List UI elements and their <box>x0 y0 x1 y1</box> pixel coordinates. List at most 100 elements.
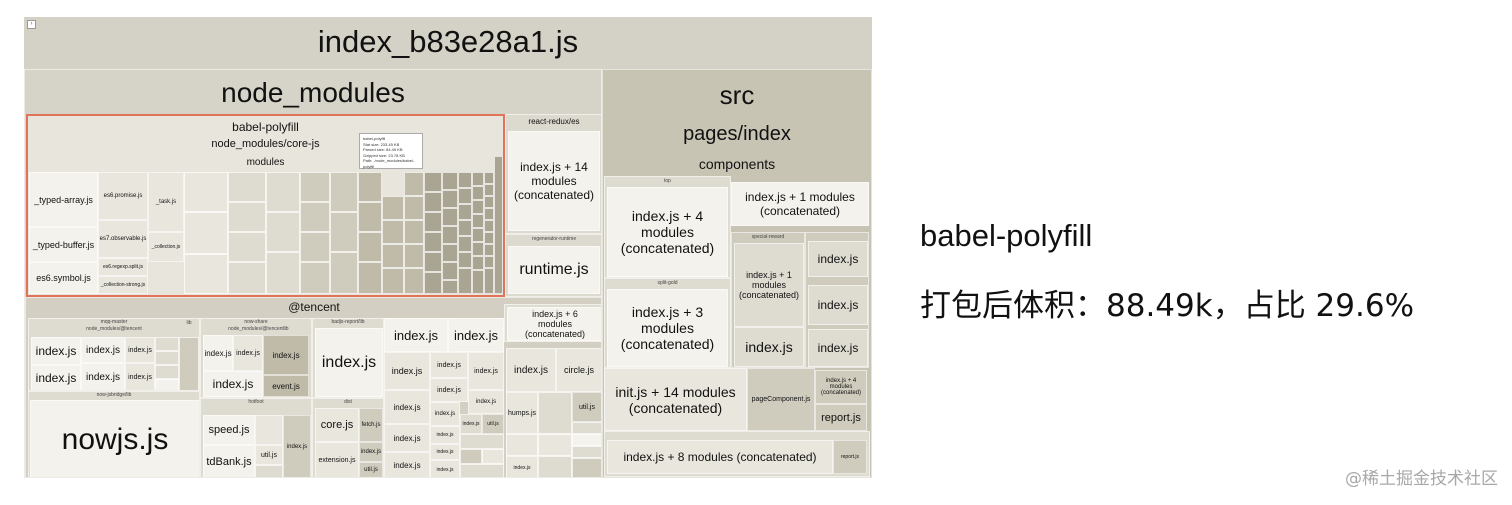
top-block[interactable]: top index.js + 4 modules (concatenated) <box>604 176 731 278</box>
util-js-block-2[interactable]: util.js <box>359 462 383 477</box>
typed-array-block[interactable]: _typed-array.js <box>29 172 98 227</box>
nowjs-block[interactable]: nowjs.js <box>30 400 199 477</box>
tencent-index-g[interactable]: index.js <box>430 378 468 402</box>
react-redux-block[interactable]: react-redux/es index.js + 14 modules (co… <box>505 114 601 234</box>
humps-js-block[interactable]: humps.js <box>506 392 538 434</box>
tdbank-js-label: tdBank.js <box>206 456 252 468</box>
tencent-index-p[interactable]: index.js <box>506 348 556 392</box>
mqq-master-block[interactable]: mqq-master node_modules/@tencent index.j… <box>28 318 200 391</box>
collection-block[interactable]: _collection.js <box>148 232 184 262</box>
react-redux-index-block[interactable]: index.js + 14 modules (concatenated) <box>508 131 600 231</box>
idx8-side-block[interactable]: report.js <box>833 440 867 474</box>
nm-tencent2-label: node_modules/@tencent <box>228 326 284 332</box>
share-index-1[interactable]: index.js <box>203 335 233 371</box>
share-index-4[interactable]: index.js <box>263 335 309 375</box>
tencent-index-c[interactable]: index.js <box>384 352 430 390</box>
special-reward-block[interactable]: special-reward index.js + 1 modules (con… <box>731 232 805 368</box>
circle-js-block[interactable]: circle.js <box>556 348 601 392</box>
hotfoot-block[interactable]: hotfoot speed.js tdBank.js util.js index… <box>200 398 312 477</box>
report-js-block[interactable]: report.js <box>815 404 867 431</box>
hotfoot-mini-1[interactable] <box>255 415 283 445</box>
dist-block[interactable]: dist core.js extension.js fetch.js index… <box>312 398 384 477</box>
speed-js-block[interactable]: speed.js <box>203 415 255 445</box>
index-js-label: index.js <box>436 432 454 438</box>
tencent-index-a[interactable]: index.js <box>384 318 448 352</box>
tencent-index-m[interactable]: index.js <box>430 444 460 460</box>
tencent-index-i[interactable]: index.js <box>384 424 430 452</box>
extension-js-block[interactable]: extension.js <box>315 442 359 477</box>
tencent-index-e[interactable]: index.js <box>468 352 504 390</box>
collection-strong-block[interactable]: _collection-strong.js <box>98 276 148 294</box>
fetch-js-block[interactable]: fetch.js <box>359 408 383 442</box>
es7-observable-block[interactable]: es7.observable.js <box>98 220 148 258</box>
badjs-index-block[interactable]: index.js <box>315 328 383 397</box>
idx3-block[interactable]: index.js + 3 modules (concatenated) <box>607 289 728 367</box>
idx8-block[interactable]: index.js + 8 modules (concatenated) <box>607 440 833 474</box>
src-index-b[interactable]: index.js <box>808 241 868 277</box>
tencent-index-o[interactable]: index.js <box>460 414 482 434</box>
dist-index-block[interactable]: index.js <box>359 442 383 462</box>
mqq-index-3[interactable]: index.js <box>81 337 125 363</box>
util-js-block-1[interactable]: util.js <box>255 445 283 465</box>
share-index-3[interactable]: index.js <box>203 371 263 397</box>
tencent-group[interactable]: @tencent mqq-master node_modules/@tencen… <box>25 297 601 477</box>
now-share-block[interactable]: now-share node_modules/@tencent index.js… <box>200 318 312 398</box>
badjs-block[interactable]: badjs-report/lib index.js <box>312 318 384 398</box>
runtime-js-block[interactable]: runtime.js <box>508 246 600 294</box>
es6-promise-block[interactable]: es6.promise.js <box>98 172 148 220</box>
task-block[interactable]: _task.js <box>148 172 184 232</box>
idx4b-block[interactable]: index.js + 4 modules (concatenated) <box>815 370 867 404</box>
index6-block[interactable]: index.js + 6 modules (concatenated) <box>507 307 601 341</box>
share-index-2[interactable]: index.js <box>233 335 263 371</box>
es6-symbol-block[interactable]: es6.symbol.js <box>29 262 98 294</box>
regenerator-runtime-block[interactable]: regenerator-runtime runtime.js <box>505 234 601 297</box>
init-js-block[interactable]: init.js + 14 modules (concatenated) <box>604 368 747 431</box>
sidebar-toggle-button[interactable]: › <box>27 20 36 29</box>
index6-container[interactable]: index.js + 6 modules (concatenated) <box>504 304 601 342</box>
event-js-block[interactable]: event.js <box>263 375 309 397</box>
src-index-a[interactable]: index.js <box>734 327 804 367</box>
src-index-d[interactable]: index.js <box>808 329 868 367</box>
idx1a-block[interactable]: index.js + 1 modules (concatenated) <box>731 182 869 226</box>
tencent-index-h[interactable]: index.js <box>468 390 504 414</box>
index-js-label: index.js <box>393 402 421 412</box>
tencent-index-d[interactable]: index.js <box>430 352 468 378</box>
page-component-block[interactable]: pageComponent.js <box>747 368 815 431</box>
src-group[interactable]: src pages/index components top index.js … <box>602 69 872 478</box>
mqq-index-2[interactable]: index.js <box>31 365 81 390</box>
now-jsbridge-block[interactable]: now-jsbridge/lib nowjs.js <box>28 391 200 477</box>
mqq-index-4[interactable]: index.js <box>81 363 125 390</box>
watermark: @稀土掘金技术社区 <box>1345 469 1498 489</box>
idx4-block[interactable]: index.js + 4 modules (concatenated) <box>607 187 728 277</box>
tencent-util-b[interactable]: util.js <box>572 392 601 422</box>
split-gold-block[interactable]: split-gold index.js + 3 modules (concate… <box>604 278 731 368</box>
mqq-index-1[interactable]: index.js <box>31 337 81 365</box>
tencent-index-j[interactable]: index.js <box>384 452 430 477</box>
idx8-container[interactable]: index.js + 8 modules (concatenated) repo… <box>604 431 870 477</box>
core-js-block[interactable]: core.js <box>315 408 359 442</box>
tencent-index-q[interactable]: index.js <box>506 456 538 477</box>
index-js-label: index.js <box>393 327 439 343</box>
src-right-block[interactable]: index.js index.js index.js <box>805 232 869 368</box>
hotfoot-index[interactable]: index.js <box>283 415 311 477</box>
tencent-util-a[interactable]: util.js <box>482 414 504 434</box>
mqq-index-6[interactable]: index.js <box>125 363 155 390</box>
tencent-index-b[interactable]: index.js <box>448 318 504 352</box>
node-modules-group[interactable]: node_modules babel-polyfill node_modules… <box>24 69 602 478</box>
es6-regexp-block[interactable]: es6.regexp.split.js <box>98 258 148 276</box>
index-js-label: index.js <box>817 298 859 312</box>
idx1b-block[interactable]: index.js + 1 modules (concatenated) <box>734 243 804 327</box>
tencent-index-f[interactable]: index.js <box>384 390 430 424</box>
typed-buffer-block[interactable]: _typed-buffer.js <box>29 227 98 262</box>
tdbank-js-block[interactable]: tdBank.js <box>203 445 255 477</box>
tencent-index-l[interactable]: index.js <box>430 426 460 444</box>
mqq-index-5[interactable]: index.js <box>125 337 155 363</box>
tencent-index-k[interactable]: index.js <box>430 402 460 426</box>
now-share-label: now-share <box>244 319 268 325</box>
src-index-c[interactable]: index.js <box>808 285 868 325</box>
tencent-index-n[interactable]: index.js <box>430 460 460 477</box>
index-js-label: index.js <box>817 341 859 355</box>
index-js-label: index.js <box>437 361 461 369</box>
bundle-treemap: › index_b83e28a1.js node_modules babel-p… <box>24 17 872 478</box>
babel-polyfill-block[interactable]: babel-polyfill node_modules/core-js modu… <box>26 114 505 297</box>
